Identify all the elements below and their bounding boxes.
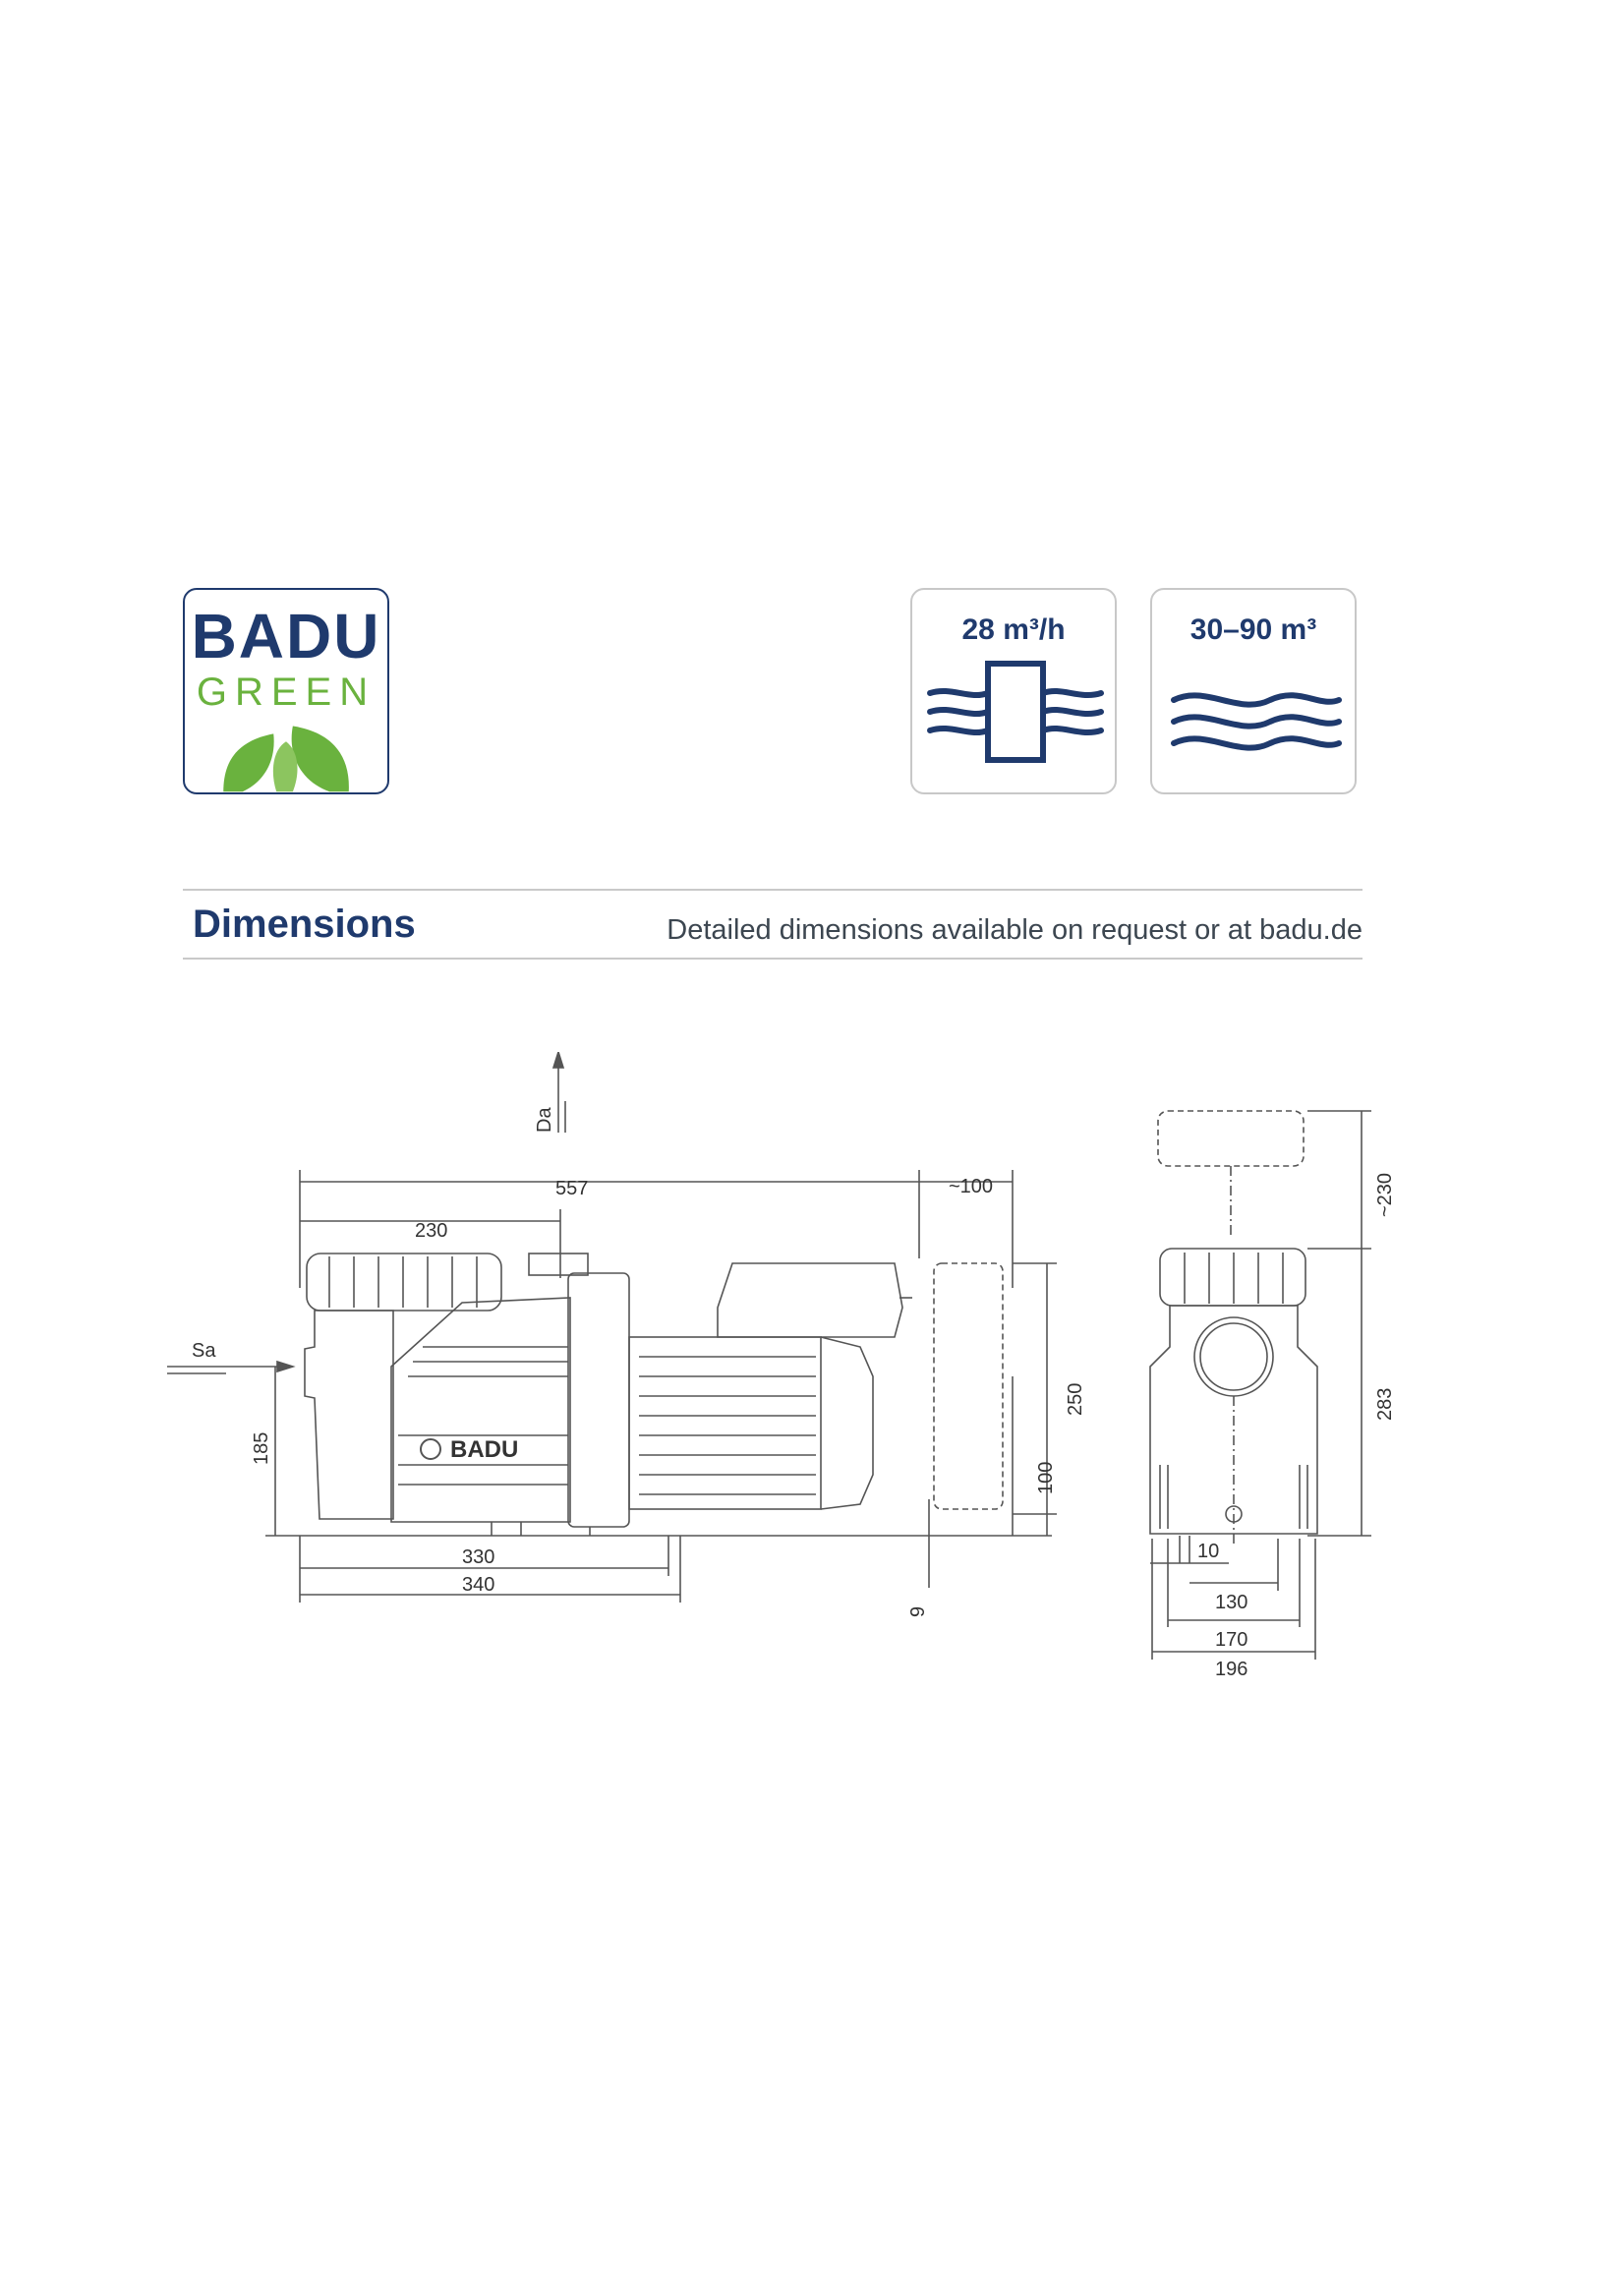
leaf-icon xyxy=(223,726,349,792)
dim-100-side: 100 xyxy=(1035,1462,1057,1494)
housing-brand-label: BADU xyxy=(450,1436,518,1463)
pool-volume-value: 30–90 m³ xyxy=(1189,613,1317,646)
section-title: Dimensions xyxy=(193,903,416,946)
dim-9: 9 xyxy=(907,1606,929,1617)
logo-text-badu: BADU xyxy=(191,601,381,671)
dim-196: 196 xyxy=(1215,1659,1247,1680)
label-da: Da xyxy=(534,1107,555,1133)
dim-340: 340 xyxy=(462,1574,494,1596)
logo-text-green: GREEN xyxy=(196,671,377,714)
header-bottom-rule xyxy=(183,958,1363,960)
dim-10: 10 xyxy=(1197,1541,1219,1562)
dim-230-side: 230 xyxy=(415,1220,447,1242)
dim-230-front: ~230 xyxy=(1374,1173,1396,1217)
dim-283: 283 xyxy=(1374,1388,1396,1421)
pool-volume-card: 30–90 m³ xyxy=(1150,588,1357,794)
dim-250: 250 xyxy=(1065,1383,1086,1416)
water-waves-icon xyxy=(1171,692,1342,751)
dim-557: 557 xyxy=(555,1178,588,1199)
dim-100-top: ~100 xyxy=(949,1176,993,1197)
section-note: Detailed dimensions available on request… xyxy=(667,914,1363,946)
badu-green-logo: BADU GREEN xyxy=(183,588,389,794)
dim-330: 330 xyxy=(462,1546,494,1568)
header-top-rule xyxy=(183,889,1363,891)
pump-flow-icon xyxy=(927,661,1104,763)
dimension-drawing: BADU Da Sa 557 ~100 230 185 250 100 9 33… xyxy=(167,1052,1396,1680)
label-sa: Sa xyxy=(192,1340,216,1362)
badu-brand-mark: BADU xyxy=(420,1436,518,1463)
flow-rate-card: 28 m³/h xyxy=(910,588,1117,794)
flow-rate-value: 28 m³/h xyxy=(961,613,1066,646)
dim-170: 170 xyxy=(1215,1629,1247,1651)
dim-130: 130 xyxy=(1215,1592,1247,1613)
dim-185: 185 xyxy=(251,1432,272,1465)
